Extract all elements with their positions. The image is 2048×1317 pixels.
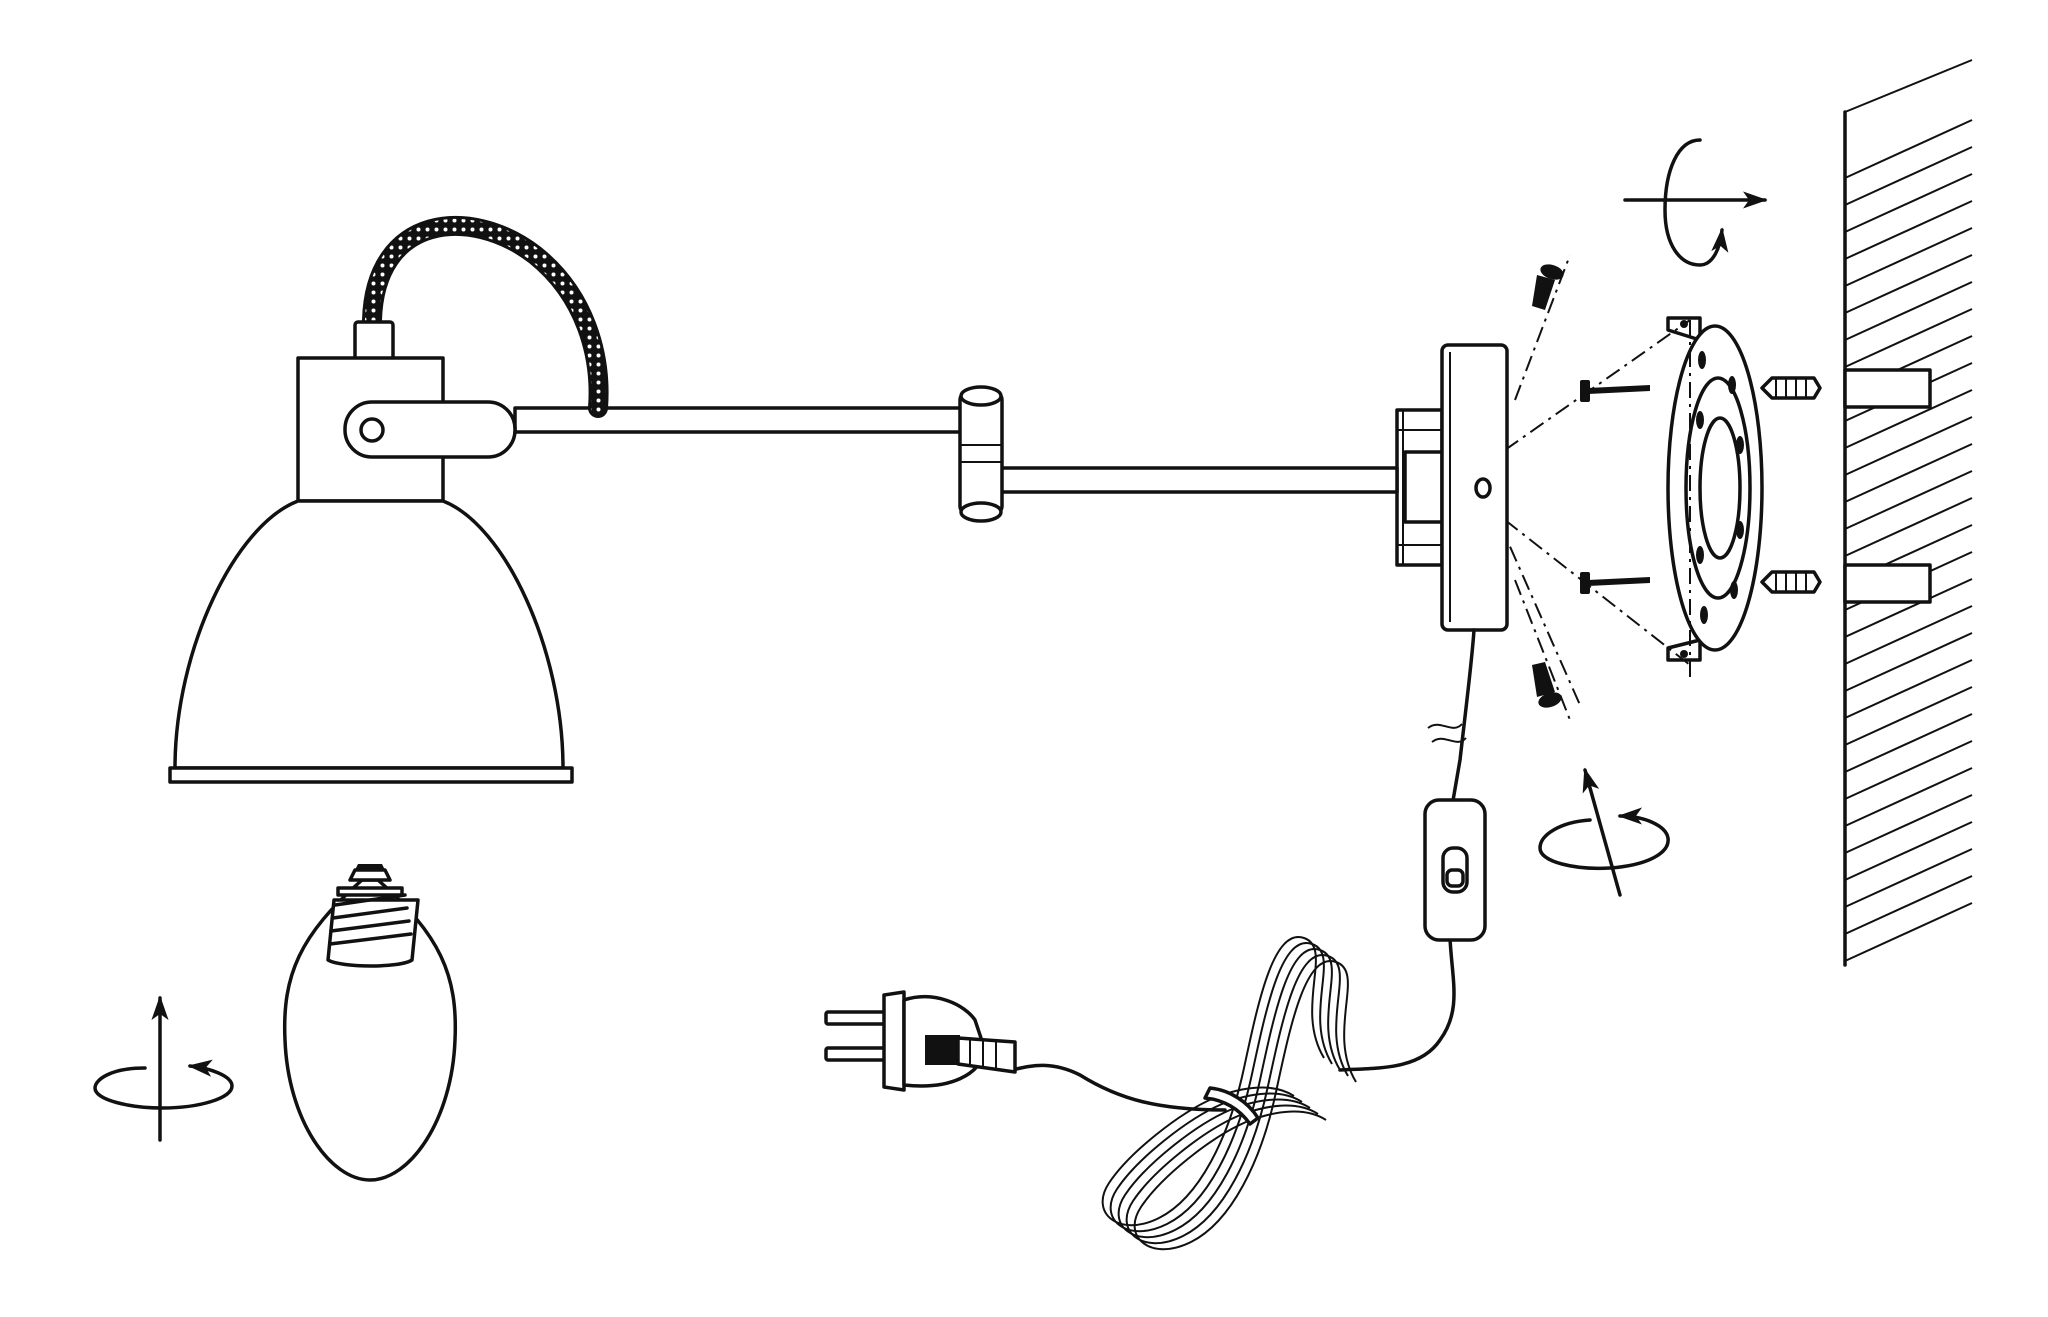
screw-bottom-diagonal [1532, 662, 1562, 708]
wall-hatch-line [1844, 146, 1973, 206]
screw-top-diagonal [1532, 264, 1564, 310]
screw-upper [1580, 380, 1650, 402]
rotate-clockwise-arrow-icon [1623, 138, 1768, 267]
wall-hatch-line [1844, 821, 1973, 881]
mounting-plate [1666, 316, 1764, 662]
wall-hatch-line [1844, 686, 1973, 746]
wall-hatch-line [1844, 227, 1973, 287]
lamp-head-housing [296, 320, 517, 503]
alignment-lines [1484, 254, 1691, 721]
rotate-screw-in-arrow-icon [93, 995, 234, 1142]
power-cord [1010, 628, 1476, 1251]
wall-hatch-line [1844, 659, 1973, 719]
wall-hatch-line [1844, 902, 1973, 962]
wall-hatch-line [1844, 470, 1973, 530]
wall-hatch-line [1844, 578, 1973, 638]
wall-plug-upper [1760, 368, 1932, 409]
wall-hatch-line [1844, 848, 1973, 908]
wall-hatch-line [1844, 173, 1973, 233]
wall-hatch-line [1844, 794, 1973, 854]
light-bulb [282, 864, 458, 1182]
wall-top-edge [1844, 59, 1973, 113]
lamp-shade [168, 499, 574, 784]
wall-plug-lower [1760, 563, 1932, 604]
wall-plugs [1760, 368, 1932, 604]
wall-hatch-line [1844, 254, 1973, 314]
wall-hatch-line [1844, 740, 1973, 800]
wall-hatch-line [1844, 416, 1973, 476]
wall-hatch-line [1844, 713, 1973, 773]
inline-switch [1423, 798, 1487, 942]
wall-hatch-line [1844, 389, 1973, 449]
wall [1843, 59, 1973, 967]
wall-hatch-line [1844, 119, 1973, 179]
braided-cable [362, 216, 609, 418]
wall-hatch-line [1844, 767, 1973, 827]
rotate-mount-arrow-icon [1538, 767, 1670, 897]
wall-hatch-line [1844, 281, 1973, 341]
wall-hatch-line [1844, 497, 1973, 557]
swing-arm [513, 406, 1399, 494]
screw-lower [1580, 572, 1650, 594]
wall-hatch-line [1844, 443, 1973, 503]
arm-hinge [958, 385, 1004, 523]
wall-mount-base [1395, 343, 1509, 632]
wall-hatch-line [1844, 200, 1973, 260]
wall-hatch-line [1844, 875, 1973, 935]
plug [824, 990, 1017, 1092]
wall-hatch-line [1844, 605, 1973, 665]
wall-hatch-line [1844, 632, 1973, 692]
wall-hatch-line [1844, 308, 1973, 368]
screws [1532, 264, 1650, 708]
